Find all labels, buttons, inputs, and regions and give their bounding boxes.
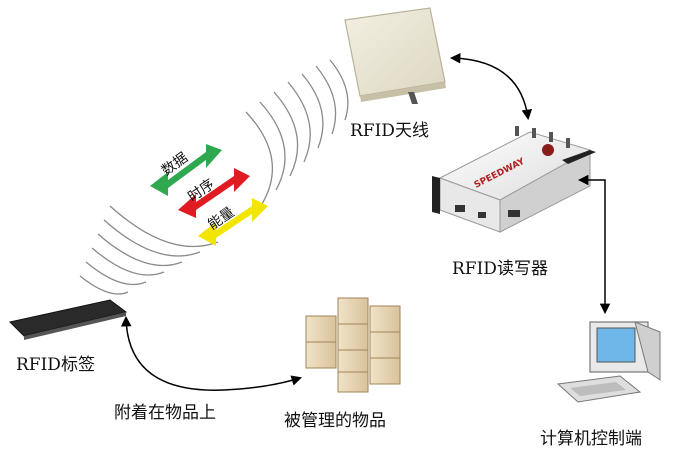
rfid-antenna-image: [344, 7, 446, 104]
computer-image: [556, 321, 661, 403]
energy-arrow: [198, 198, 268, 246]
antenna-reader-connector: [449, 53, 533, 121]
managed-goods-image: [305, 297, 401, 393]
attached-label: 附着在物品上: [114, 403, 216, 423]
goods-label: 被管理的物品: [284, 411, 386, 431]
timing-arrow: [178, 168, 250, 218]
reader-label: RFID读写器: [452, 259, 548, 279]
data-arrow: [150, 144, 222, 196]
tag-label: RFID标签: [16, 355, 95, 375]
rfid-tag-image: [9, 299, 128, 340]
antenna-waves: [245, 59, 349, 205]
data-arrow-label: 数据: [159, 150, 191, 179]
computer-label: 计算机控制端: [540, 429, 642, 449]
tag-waves: [79, 205, 219, 295]
reader-computer-connector: [577, 174, 611, 315]
tag-goods-connector: [120, 315, 303, 391]
rfid-reader-image: SPEEDWAY: [432, 126, 596, 233]
antenna-label: RFID天线: [350, 121, 429, 141]
